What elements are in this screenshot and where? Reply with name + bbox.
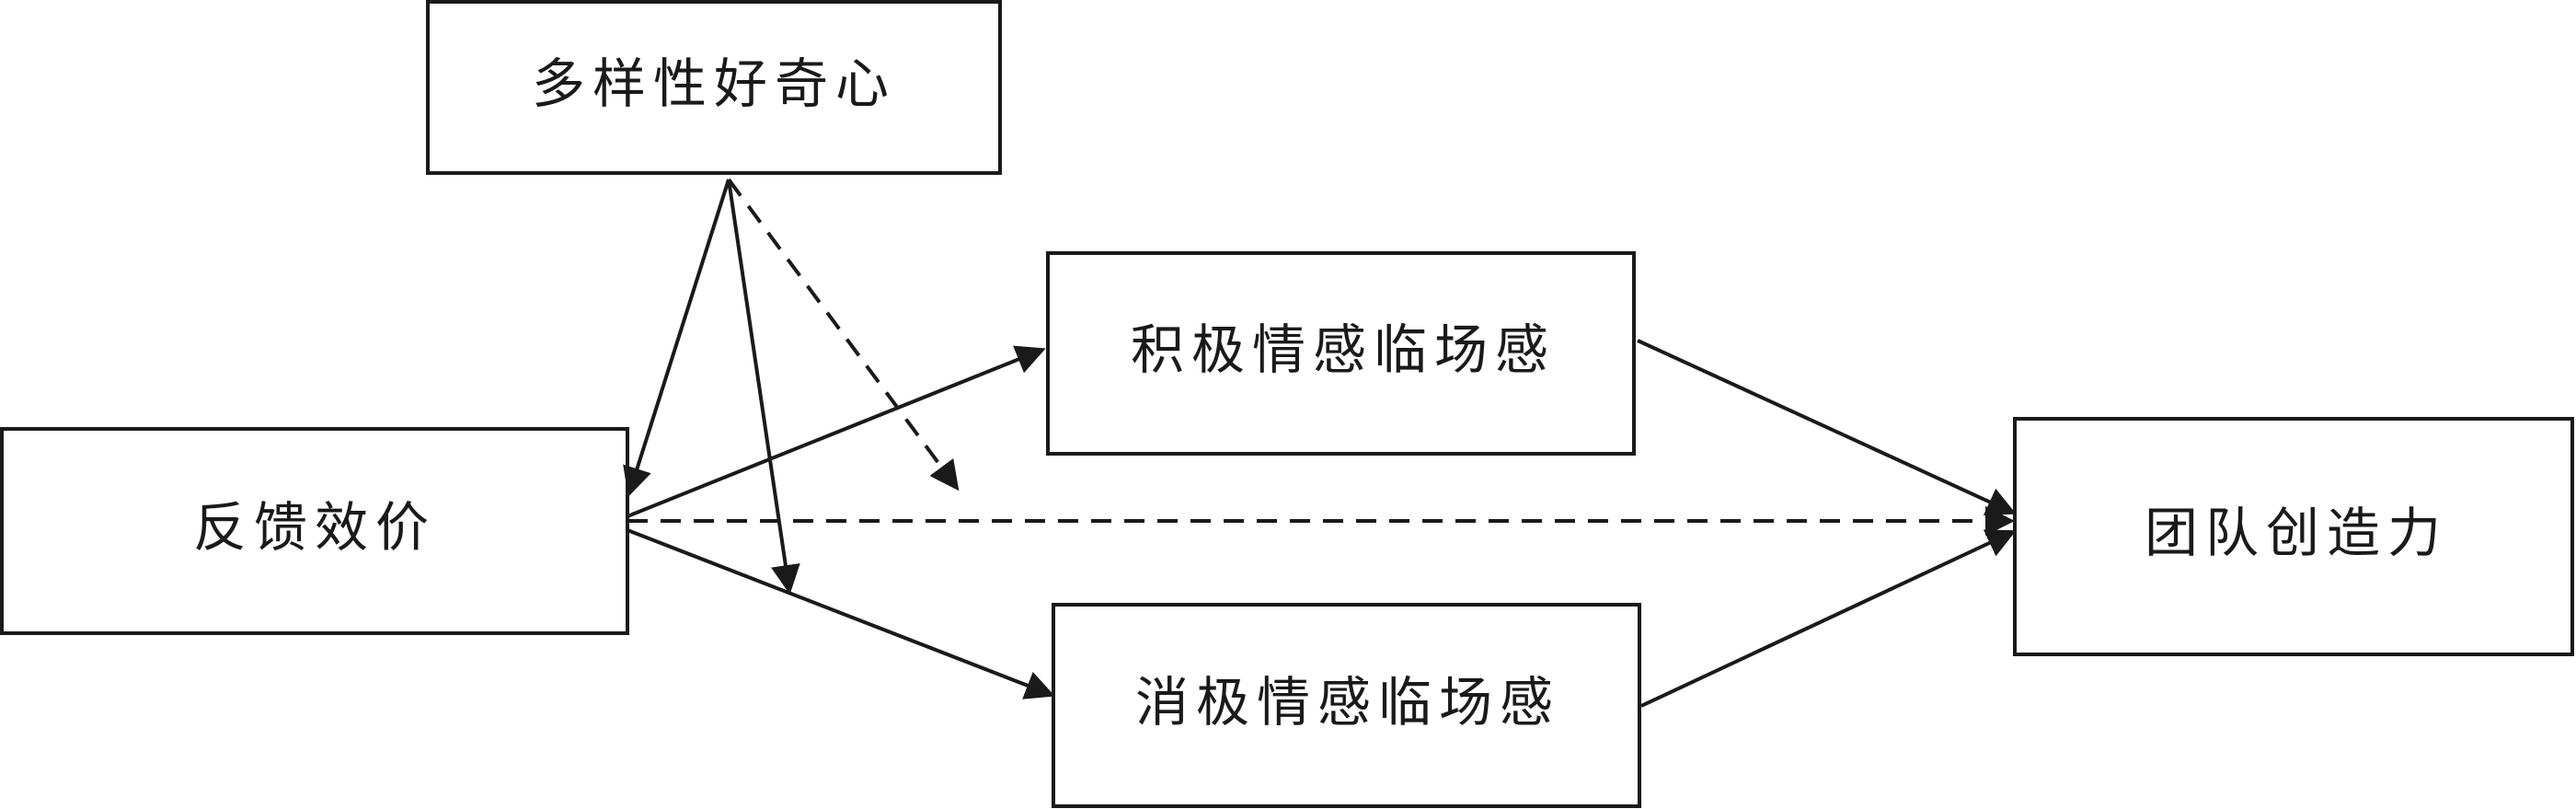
node-team-creativity-label: 团队创造力 (2145, 502, 2448, 564)
node-diversive-curiosity: 多样性好奇心 (426, 0, 1002, 175)
node-feedback-valence: 反馈效价 (0, 427, 629, 635)
arrow-feedback-to-positive (627, 345, 1046, 518)
node-negative-affective-presence: 消极情感临场感 (1052, 603, 1641, 808)
node-team-creativity: 团队创造力 (2013, 417, 2574, 656)
node-positive-affective-presence-label: 积极情感临场感 (1131, 318, 1556, 381)
arrow-feedback-to-negative (627, 528, 1055, 699)
arrow-curiosity-moderates-direct-dashed (727, 178, 960, 491)
node-feedback-valence-label: 反馈效价 (193, 496, 436, 559)
arrow-curiosity-moderates-positive (623, 179, 730, 497)
arrow-negative-to-creativity (1640, 529, 2017, 708)
node-negative-affective-presence-label: 消极情感临场感 (1135, 671, 1560, 734)
node-diversive-curiosity-label: 多样性好奇心 (532, 52, 896, 115)
node-positive-affective-presence: 积极情感临场感 (1046, 251, 1636, 456)
arrow-curiosity-moderates-negative (727, 179, 800, 595)
arrow-positive-to-creativity (1637, 339, 2017, 515)
